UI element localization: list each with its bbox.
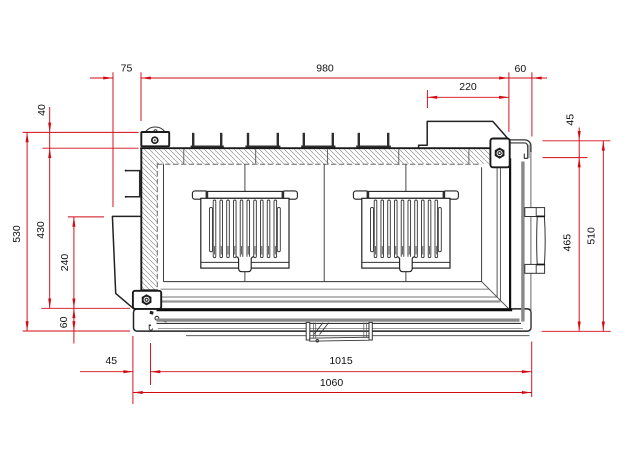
svg-text:465: 465 xyxy=(562,234,574,252)
svg-text:75: 75 xyxy=(121,62,133,74)
svg-text:1060: 1060 xyxy=(320,377,344,389)
svg-text:45: 45 xyxy=(565,114,577,126)
svg-text:240: 240 xyxy=(59,254,71,272)
svg-text:220: 220 xyxy=(459,81,477,93)
svg-text:40: 40 xyxy=(36,104,48,116)
svg-text:60: 60 xyxy=(58,316,70,328)
svg-text:45: 45 xyxy=(105,355,117,367)
svg-text:1015: 1015 xyxy=(329,355,353,367)
svg-text:510: 510 xyxy=(586,227,598,245)
svg-text:60: 60 xyxy=(515,63,527,75)
svg-text:430: 430 xyxy=(35,221,47,239)
svg-text:980: 980 xyxy=(316,62,334,74)
svg-text:530: 530 xyxy=(11,225,23,243)
